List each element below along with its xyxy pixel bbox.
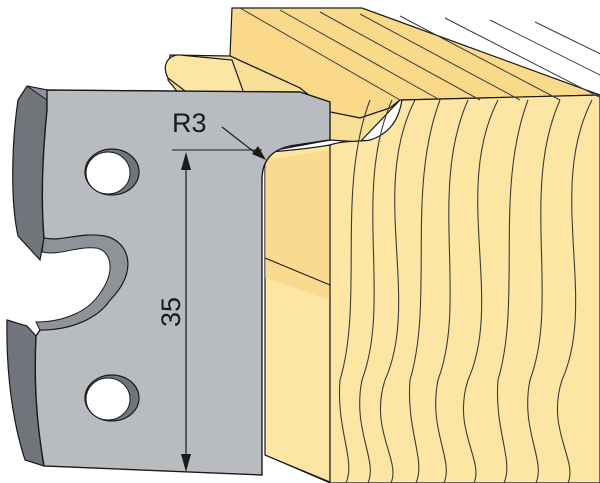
height-arrow-bottom xyxy=(181,454,191,472)
top-grain-line xyxy=(399,15,561,101)
top-grain-line xyxy=(534,21,600,55)
height-arrow-top xyxy=(181,152,191,170)
hole-top-opening xyxy=(85,151,131,195)
grain-line xyxy=(527,99,561,483)
wood-edge-line-1 xyxy=(264,257,331,286)
wood-grain-lines xyxy=(239,7,600,483)
radius-label: R3 xyxy=(172,108,207,138)
top-grain-line xyxy=(359,13,521,101)
top-grain-line xyxy=(319,11,481,101)
knife-notch-bevel xyxy=(35,234,129,331)
grain-line xyxy=(463,99,499,483)
height-label: 35 xyxy=(156,297,186,327)
grain-line xyxy=(380,99,416,483)
profile-knife xyxy=(6,85,331,476)
top-grain-line xyxy=(279,9,441,101)
wood-edge-line-2 xyxy=(264,454,331,483)
mounting-hole-top xyxy=(84,148,140,196)
mounting-hole-bottom xyxy=(84,374,140,422)
hole-bottom-opening xyxy=(85,377,131,421)
grain-line xyxy=(435,99,469,483)
grain-line xyxy=(557,99,593,483)
grain-line xyxy=(408,99,441,483)
top-grain-line xyxy=(239,7,401,101)
wood-workpiece xyxy=(164,7,600,483)
wood-profile-shadow xyxy=(265,150,330,300)
dimension-annotations: R3 35 xyxy=(156,108,266,472)
grain-line xyxy=(496,99,529,483)
knife-bevel-left xyxy=(12,85,48,262)
grain-line xyxy=(359,99,393,483)
top-grain-line xyxy=(444,17,600,98)
top-grain-line xyxy=(489,19,600,76)
wood-end-grain xyxy=(329,94,600,483)
grain-line xyxy=(338,99,371,483)
